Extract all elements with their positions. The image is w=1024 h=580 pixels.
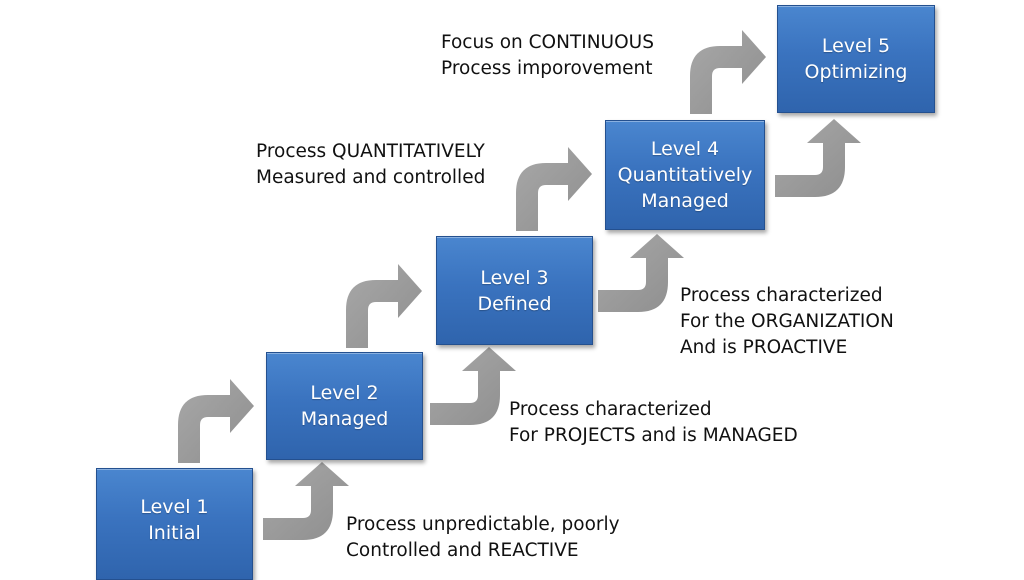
curved-arrow-up-right-icon	[516, 147, 592, 231]
curved-arrow-right-up-icon	[598, 234, 684, 312]
level-5-name: Optimizing	[804, 61, 908, 83]
level-1-title: Level 1	[140, 496, 209, 518]
level-5-title: Level 5	[821, 35, 891, 57]
level-2-title: Level 2	[310, 382, 379, 404]
level-2-description: Process characterized For PROJECTS and i…	[509, 399, 798, 446]
level-4-name-line2: Managed	[641, 190, 729, 212]
curved-arrow-right-up-icon	[263, 462, 349, 540]
level-4-name: Quantitatively	[617, 164, 753, 186]
level-5-box: Level 5 Optimizing	[777, 5, 935, 113]
level-2-name: Managed	[300, 408, 389, 430]
curved-arrow-right-up-icon	[430, 347, 516, 425]
curved-arrow-up-right-icon	[178, 379, 254, 463]
curved-arrow-right-up-icon	[775, 119, 861, 197]
level-1-description: Process unpredictable, poorly Controlled…	[346, 514, 620, 561]
level-2-box: Level 2 Managed	[266, 352, 423, 460]
curved-arrow-up-right-icon	[690, 30, 766, 114]
level-4-title: Level 4	[650, 138, 720, 160]
level-4-description: Process QUANTITATIVELY Measured and cont…	[256, 141, 486, 188]
level-3-name: Defined	[477, 292, 552, 315]
level-1-box: Level 1 Initial	[96, 468, 253, 580]
level-3-title: Level 3	[480, 266, 549, 289]
level-3-box: Level 3 Defined	[436, 236, 593, 345]
level-4-box: Level 4 Quantitatively Managed	[605, 120, 765, 230]
level-3-description: Process characterized For the ORGANIZATI…	[680, 285, 894, 358]
level-5-description: Focus on CONTINUOUS Process imporovement	[441, 32, 654, 79]
level-1-name: Initial	[148, 522, 201, 544]
curved-arrow-up-right-icon	[346, 264, 422, 348]
